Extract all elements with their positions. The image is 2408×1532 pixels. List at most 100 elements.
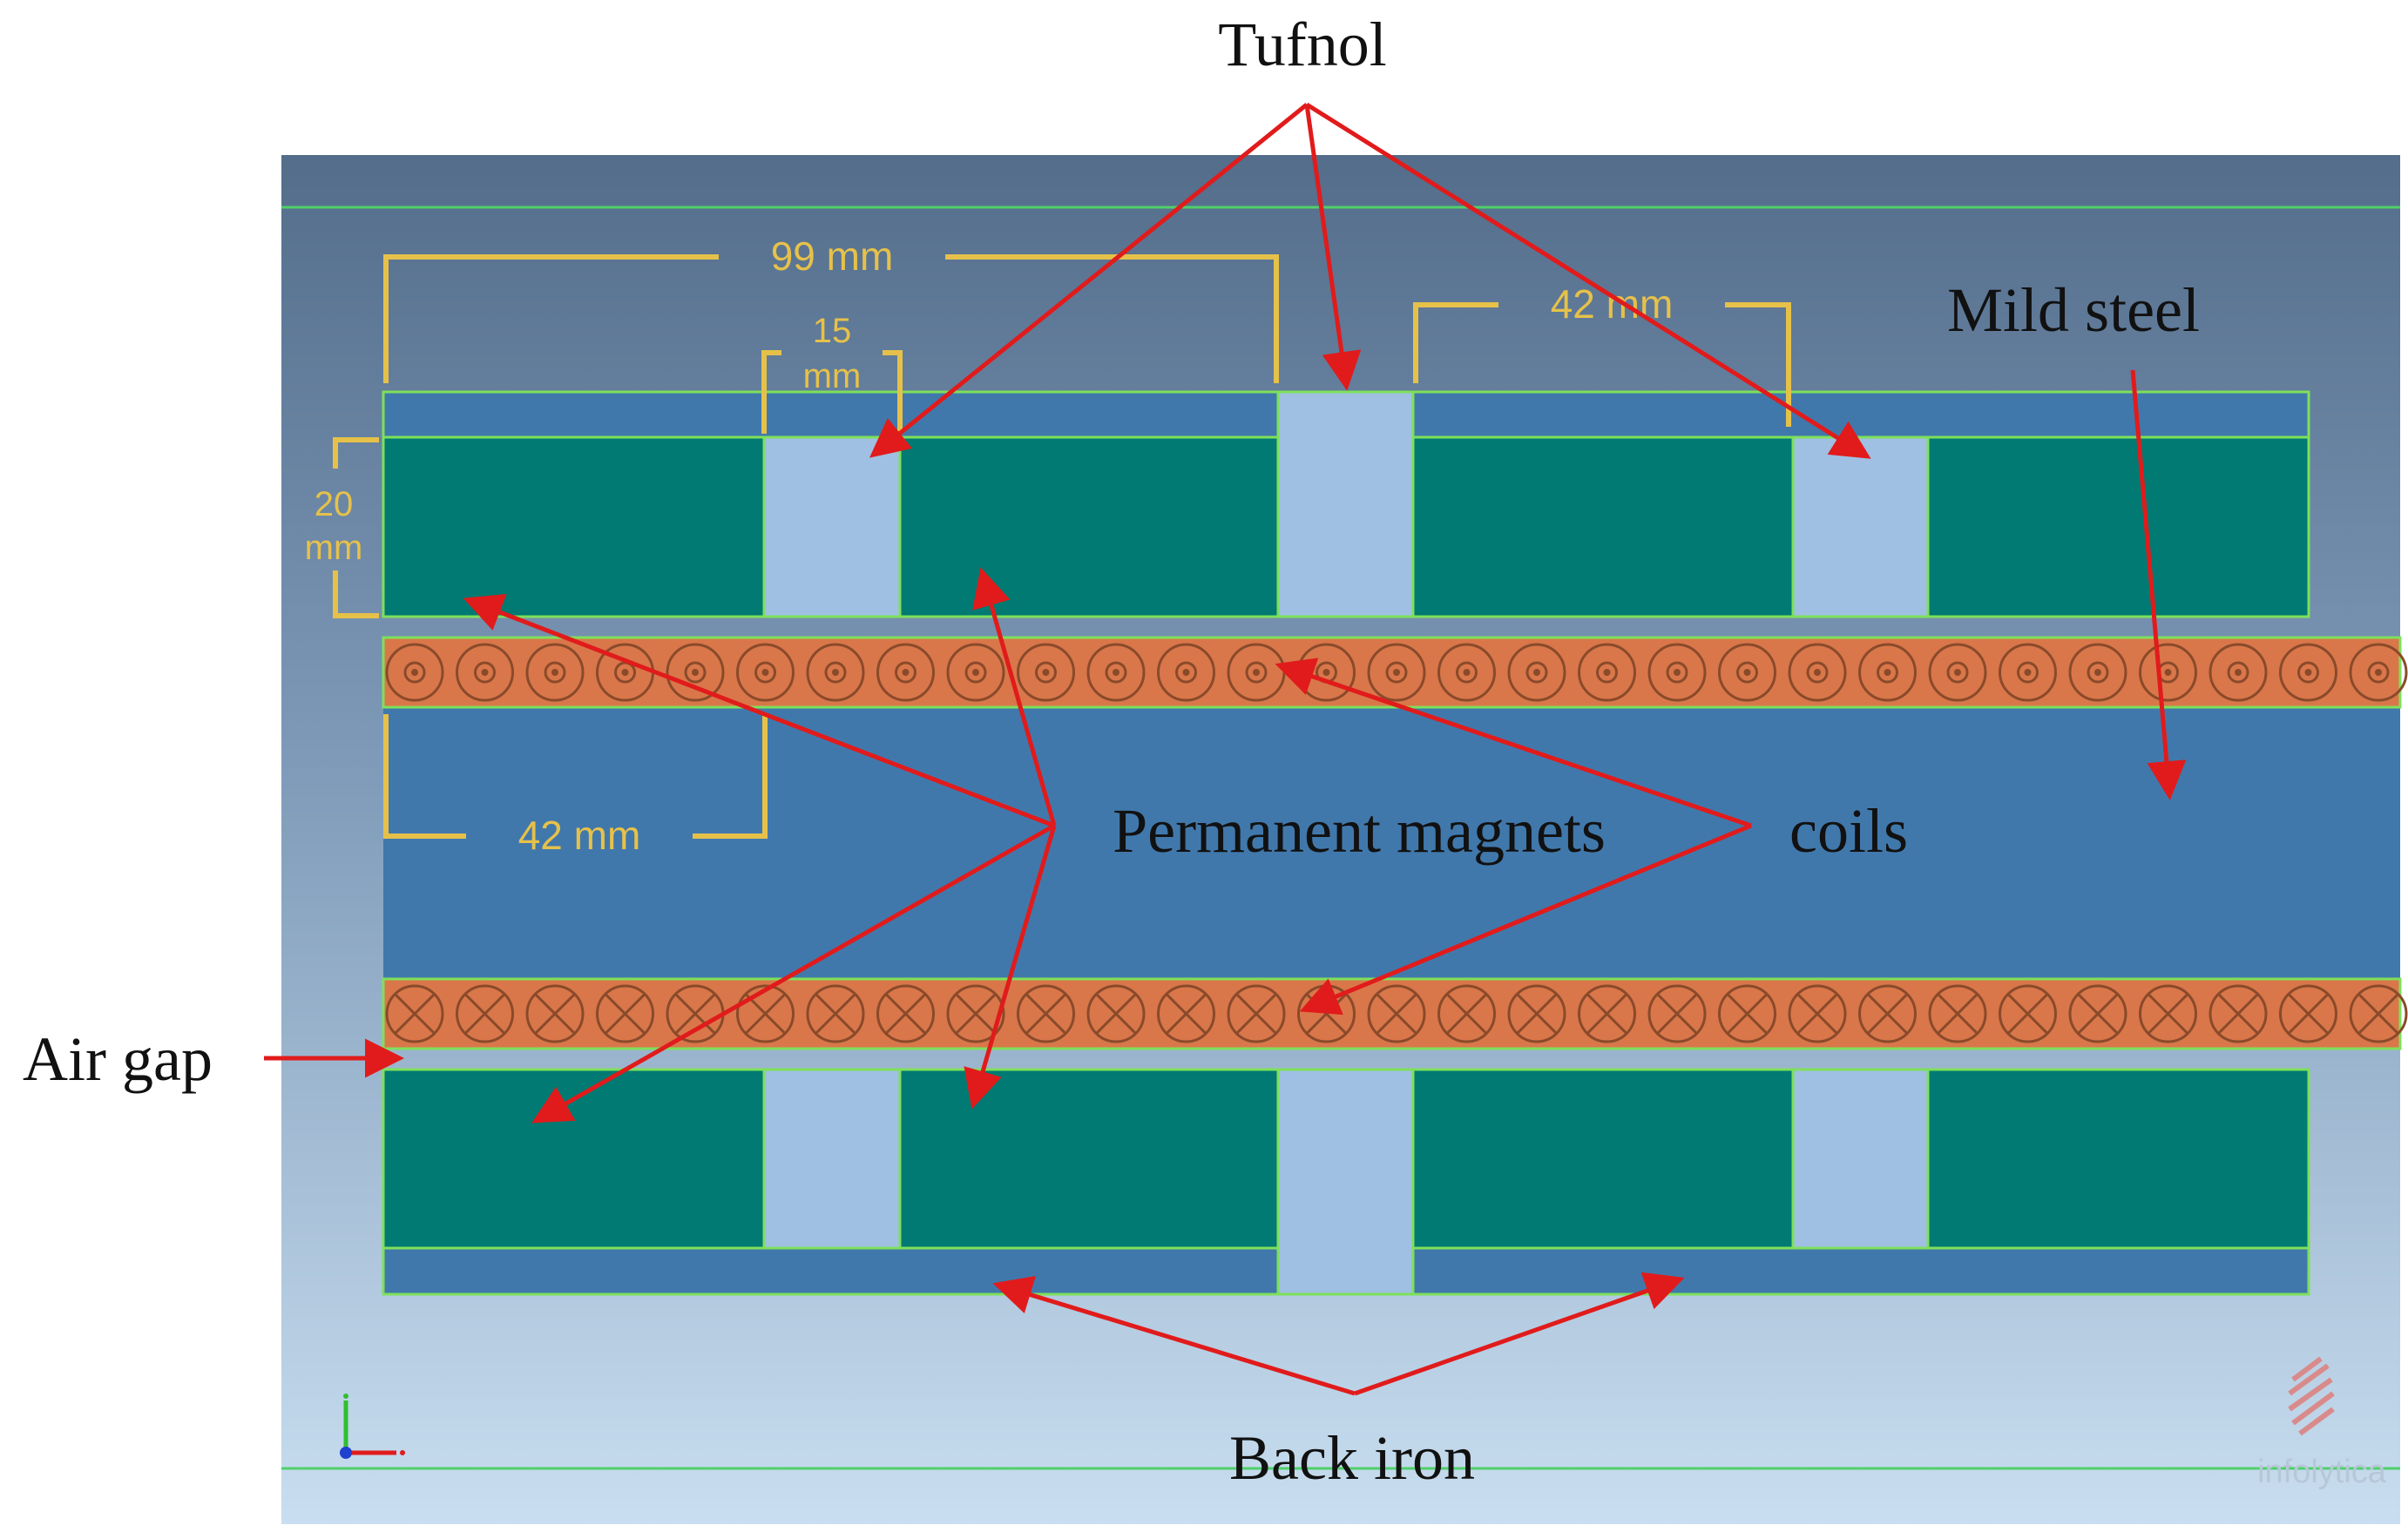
- upper-tufnol-spacer-1: [762, 435, 902, 618]
- coil-conductor-dot: [946, 643, 1005, 702]
- lower-coil-crosses: [385, 984, 2408, 1043]
- back-iron-arrows: [992, 1272, 1685, 1396]
- coil-conductor-cross: [2139, 984, 2197, 1043]
- coil-conductor-cross: [736, 984, 795, 1043]
- coil-conductor-cross: [1647, 984, 1707, 1043]
- coil-conductor-dot: [876, 643, 935, 702]
- coil-conductor-cross: [1017, 984, 1075, 1043]
- upper-mover: [382, 390, 2310, 618]
- coil-conductor-cross: [456, 984, 514, 1043]
- coil-conductor-dot: [736, 643, 795, 702]
- coil-conductor-cross: [1788, 984, 1847, 1043]
- coil-conductor-dot: [2279, 643, 2337, 702]
- lower-back-iron-right: [1411, 1246, 2310, 1296]
- upper-coil-strip: [382, 636, 2408, 709]
- coil-conductor-dot: [1157, 643, 1215, 702]
- coil-conductor-dot: [1928, 643, 1987, 702]
- coil-conductor-cross: [596, 984, 654, 1043]
- coil-conductor-cross: [2279, 984, 2337, 1043]
- coil-conductor-dot: [1017, 643, 1075, 702]
- lower-coil-strip: [382, 977, 2408, 1050]
- upper-tufnol-center: [1276, 390, 1415, 618]
- coil-conductor-cross: [1507, 984, 1566, 1043]
- coil-conductor-cross: [1858, 984, 1917, 1043]
- dimension-99mm: 99 mm: [383, 233, 1279, 383]
- upper-magnet-4: [1926, 435, 2310, 618]
- infolytica-logo-text: infolytica: [2257, 1454, 2387, 1490]
- coil-conductor-dot: [1718, 643, 1776, 702]
- coil-conductor-dot: [1647, 643, 1707, 702]
- coil-conductor-cross: [1928, 984, 1987, 1043]
- label-tufnol: Tufnol: [1218, 10, 1386, 79]
- dimension-20mm-line1: 20: [315, 485, 354, 523]
- upper-tufnol-spacer-2: [1791, 435, 1930, 618]
- lower-mover: [382, 1068, 2310, 1296]
- label-air-gap: Air gap: [23, 1024, 213, 1094]
- dimension-42mm-top-label: 42 mm: [1551, 281, 1674, 327]
- coil-conductor-dot: [1437, 643, 1496, 702]
- dimension-42mm-left-label: 42 mm: [518, 813, 641, 858]
- lower-magnet-3: [1411, 1068, 1795, 1250]
- coil-conductor-cross: [385, 984, 444, 1043]
- lower-magnet-2: [898, 1068, 1280, 1250]
- coil-conductor-cross: [1367, 984, 1426, 1043]
- coil-conductor-dot: [806, 643, 865, 702]
- coil-conductor-dot: [385, 643, 444, 702]
- coil-conductor-dot: [1086, 643, 1146, 702]
- coil-conductor-cross: [2068, 984, 2127, 1043]
- tufnol-arrows: [869, 102, 1871, 459]
- coil-conductor-cross: [1578, 984, 1636, 1043]
- magnet-arrows: [463, 567, 1057, 1124]
- dimension-20mm: 20 mm: [305, 437, 379, 618]
- lower-tufnol-center: [1276, 1068, 1415, 1296]
- coil-conductor-cross: [946, 984, 1005, 1043]
- coil-conductor-dot: [1858, 643, 1917, 702]
- coil-conductor-dot: [2349, 643, 2408, 702]
- coil-conductor-cross: [1086, 984, 1146, 1043]
- coil-conductor-dot: [1999, 643, 2057, 702]
- dimension-15mm-line2: mm: [803, 357, 862, 395]
- lower-magnet-4: [1926, 1068, 2310, 1250]
- coil-conductor-cross: [806, 984, 865, 1043]
- dimension-99mm-label: 99 mm: [771, 233, 894, 279]
- mild-steel-arrow: [2130, 369, 2187, 800]
- lower-tufnol-spacer-1: [762, 1068, 902, 1250]
- coil-conductor-cross: [2349, 984, 2408, 1043]
- dimension-15mm: 15 mm: [761, 312, 903, 434]
- coil-conductor-cross: [876, 984, 935, 1043]
- coil-conductor-cross: [1227, 984, 1286, 1043]
- coil-conductor-dot: [525, 643, 585, 702]
- infolytica-logo: infolytica: [2257, 1356, 2387, 1490]
- lower-back-iron-left: [382, 1246, 1280, 1296]
- lower-magnet-1: [382, 1068, 766, 1250]
- lower-tufnol-spacer-2: [1791, 1068, 1930, 1250]
- coil-conductor-dot: [1367, 643, 1426, 702]
- coil-conductor-dot: [1578, 643, 1636, 702]
- dimension-42mm-left: 42 mm: [383, 714, 768, 858]
- coil-conductor-cross: [1999, 984, 2057, 1043]
- coil-conductor-cross: [2208, 984, 2268, 1043]
- coil-conductor-dot: [666, 643, 725, 702]
- coil-arrows: [1275, 658, 1752, 1016]
- label-permanent-magnets: Permanent magnets: [1113, 796, 1606, 866]
- dimension-20mm-line2: mm: [305, 529, 363, 567]
- label-back-iron: Back iron: [1229, 1423, 1475, 1493]
- coil-conductor-cross: [1437, 984, 1496, 1043]
- dimension-15mm-line1: 15: [813, 312, 852, 350]
- coil-conductor-dot: [456, 643, 514, 702]
- upper-magnet-3: [1411, 435, 1795, 618]
- infolytica-logo-icon: [2288, 1356, 2335, 1436]
- lower-coil-band: [382, 977, 2402, 1050]
- upper-magnet-2: [898, 435, 1280, 618]
- coil-conductor-dot: [1788, 643, 1847, 702]
- label-coils: coils: [1789, 796, 1908, 866]
- coil-conductor-dot: [1507, 643, 1566, 702]
- coil-conductor-cross: [1718, 984, 1776, 1043]
- coil-conductor-dot: [2208, 643, 2268, 702]
- coil-conductor-dot: [2068, 643, 2127, 702]
- coil-conductor-cross: [1157, 984, 1215, 1043]
- coil-conductor-cross: [525, 984, 585, 1043]
- upper-magnet-1: [382, 435, 766, 618]
- label-mild-steel: Mild steel: [1947, 275, 2200, 345]
